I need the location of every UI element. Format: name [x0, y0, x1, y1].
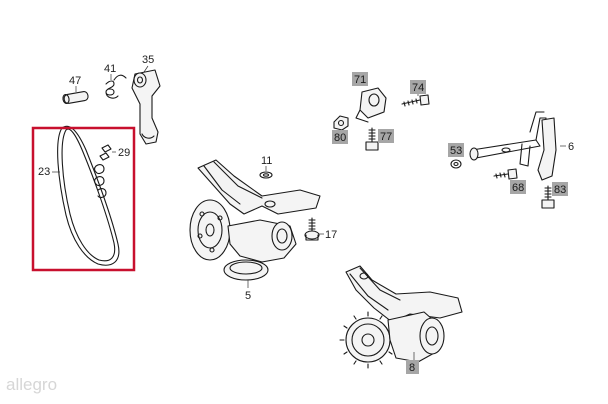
label-53: 53 — [450, 145, 462, 157]
part-29-chain-link — [93, 144, 112, 198]
label-5: 5 — [245, 290, 251, 302]
watermark-allegro: allegro — [6, 375, 57, 394]
label-74-box — [410, 80, 426, 94]
label-74: 74 — [412, 82, 424, 94]
label-77: 77 — [380, 131, 392, 143]
part-23-chain — [57, 125, 120, 266]
label-77-box — [378, 129, 394, 143]
part-83-bolt — [541, 185, 555, 209]
label-71-box — [352, 72, 368, 86]
label-68: 68 — [512, 182, 524, 194]
part-5-oil-pump — [189, 159, 321, 281]
label-71: 71 — [354, 74, 366, 86]
label-68-box — [510, 180, 526, 194]
part-68-bolt — [493, 168, 518, 180]
label-83-box — [552, 182, 568, 196]
label-80-box — [332, 130, 348, 144]
label-35: 35 — [142, 54, 154, 66]
part-41-spring — [105, 74, 127, 99]
part-17-bolt — [304, 217, 320, 241]
part-35-tensioner-arm — [131, 69, 161, 145]
label-47: 47 — [69, 75, 81, 87]
highlight-frame — [31, 126, 136, 272]
part-8-oil-pump-sprocket — [339, 265, 463, 369]
part-53-washer — [450, 159, 462, 169]
part-77-stud — [365, 127, 379, 151]
label-8-box — [406, 360, 419, 374]
label-6: 6 — [568, 141, 574, 153]
part-11-washer — [259, 171, 273, 179]
part-74-bolt — [401, 94, 430, 107]
label-23: 23 — [38, 166, 50, 178]
part-71-bracket — [355, 87, 387, 123]
label-83: 83 — [554, 184, 566, 196]
label-8: 8 — [409, 362, 415, 374]
part-47-pin — [62, 91, 89, 105]
part-80-nut — [333, 115, 349, 131]
label-11: 11 — [261, 155, 272, 167]
label-29: 29 — [118, 147, 130, 159]
label-80: 80 — [334, 132, 346, 144]
label-17: 17 — [325, 229, 337, 241]
label-53-box — [448, 143, 464, 157]
part-6-pickup-pipe — [469, 111, 557, 181]
label-41: 41 — [104, 63, 116, 75]
